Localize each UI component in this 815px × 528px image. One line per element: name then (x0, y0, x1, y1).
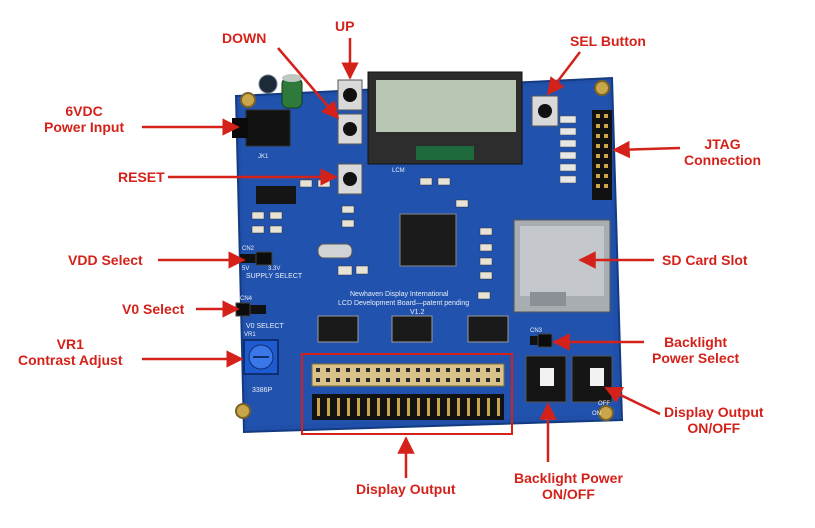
button-sel[interactable] (531, 95, 559, 127)
driver-chip-2 (391, 315, 433, 343)
contrast-potentiometer[interactable] (243, 339, 279, 375)
mount-hole-top-left (240, 92, 256, 108)
label-v0-select: V0 Select (122, 301, 185, 317)
microcontroller-chip (399, 213, 457, 267)
silk-on-2: ON (592, 411, 601, 417)
button-down[interactable] (337, 113, 363, 145)
label-display-output-onoff-line1: Display Output (664, 404, 764, 420)
silk-cn2: CN2 (242, 246, 255, 252)
capacitor-top (282, 74, 302, 82)
silk-off: OFF (598, 401, 610, 407)
button-up[interactable] (337, 79, 363, 111)
resistor-array (559, 115, 577, 184)
silk-lcm: LCM (392, 168, 405, 174)
label-sd-card-slot: SD Card Slot (662, 252, 748, 268)
silk-supply-select: SUPPLY SELECT (246, 273, 303, 280)
silk-title-line1: Newhaven Display International (350, 291, 449, 298)
label-up: UP (335, 18, 355, 34)
label-backlight-power-onoff: Backlight Power ON/OFF (514, 470, 623, 502)
driver-chip-3 (467, 315, 509, 343)
regulator-chip (256, 186, 296, 204)
label-backlight-power-onoff-line2: ON/OFF (542, 486, 595, 502)
mount-hole-bottom-left (235, 403, 251, 419)
label-sel-button: SEL Button (570, 33, 646, 49)
capacitor-body (281, 77, 303, 109)
arrow-disp-onoff (604, 386, 661, 416)
arrow-down (277, 47, 340, 120)
power-jack (245, 109, 291, 147)
label-power-input-line2: Power Input (44, 119, 125, 135)
label-vdd-select: VDD Select (68, 252, 143, 268)
driver-chip-1 (317, 315, 359, 343)
silk-vr1: VR1 (244, 332, 256, 338)
mount-hole-bottom-right (598, 405, 614, 421)
vdd-select-jumper[interactable] (240, 251, 273, 266)
backlight-power-select-jumper[interactable] (530, 333, 553, 348)
silk-pot-part: 3386P (252, 387, 273, 394)
label-display-output: Display Output (356, 481, 456, 497)
label-reset: RESET (118, 169, 165, 185)
smd-components (251, 177, 493, 300)
label-backlight-power-select-line1: Backlight (664, 334, 728, 350)
arrow-sel (546, 51, 581, 96)
sd-card-slot (513, 219, 611, 313)
display-output-headers (311, 363, 505, 420)
silk-cn4: CN4 (240, 296, 253, 302)
capacitor-small (258, 74, 278, 94)
silk-cn3: CN3 (530, 328, 543, 334)
button-reset[interactable] (337, 163, 363, 195)
lcd-glass (376, 80, 516, 132)
silk-3v3: 3.3V (268, 266, 280, 272)
label-jtag-line2: Connection (684, 152, 761, 168)
silk-v0-select: V0 SELECT (246, 323, 284, 330)
label-display-output-onoff: Display Output ON/OFF (664, 404, 764, 436)
label-down: DOWN (222, 30, 267, 46)
label-vr1-line2: Contrast Adjust (18, 352, 123, 368)
label-jtag-line1: JTAG (704, 136, 741, 152)
jtag-header (592, 110, 612, 200)
silk-version: V1.2 (410, 309, 425, 316)
backlight-power-switch[interactable] (525, 355, 567, 403)
label-power-input: 6VDC Power Input (44, 103, 124, 135)
label-jtag: JTAG Connection (684, 136, 761, 168)
lcd-tail (416, 146, 474, 160)
label-backlight-power-select: Backlight Power Select (652, 334, 739, 366)
silk-title-line2: LCD Development Board—patent pending (338, 300, 469, 307)
silk-5v: 5V (242, 266, 249, 272)
label-display-output-onoff-line2: ON/OFF (687, 420, 741, 436)
mount-hole-top-right (594, 80, 610, 96)
label-backlight-power-onoff-line1: Backlight Power (514, 470, 623, 486)
silk-jk1: JK1 (258, 154, 269, 160)
label-vr1: VR1 Contrast Adjust (18, 336, 122, 368)
display-output-highlight-box (301, 353, 513, 435)
label-power-input-line1: 6VDC (65, 103, 103, 119)
label-backlight-power-select-line2: Power Select (652, 350, 740, 366)
display-output-switch[interactable] (571, 355, 613, 403)
label-vr1-line1: VR1 (56, 336, 84, 352)
crystal (317, 243, 353, 259)
arrow-jtag (612, 140, 681, 159)
